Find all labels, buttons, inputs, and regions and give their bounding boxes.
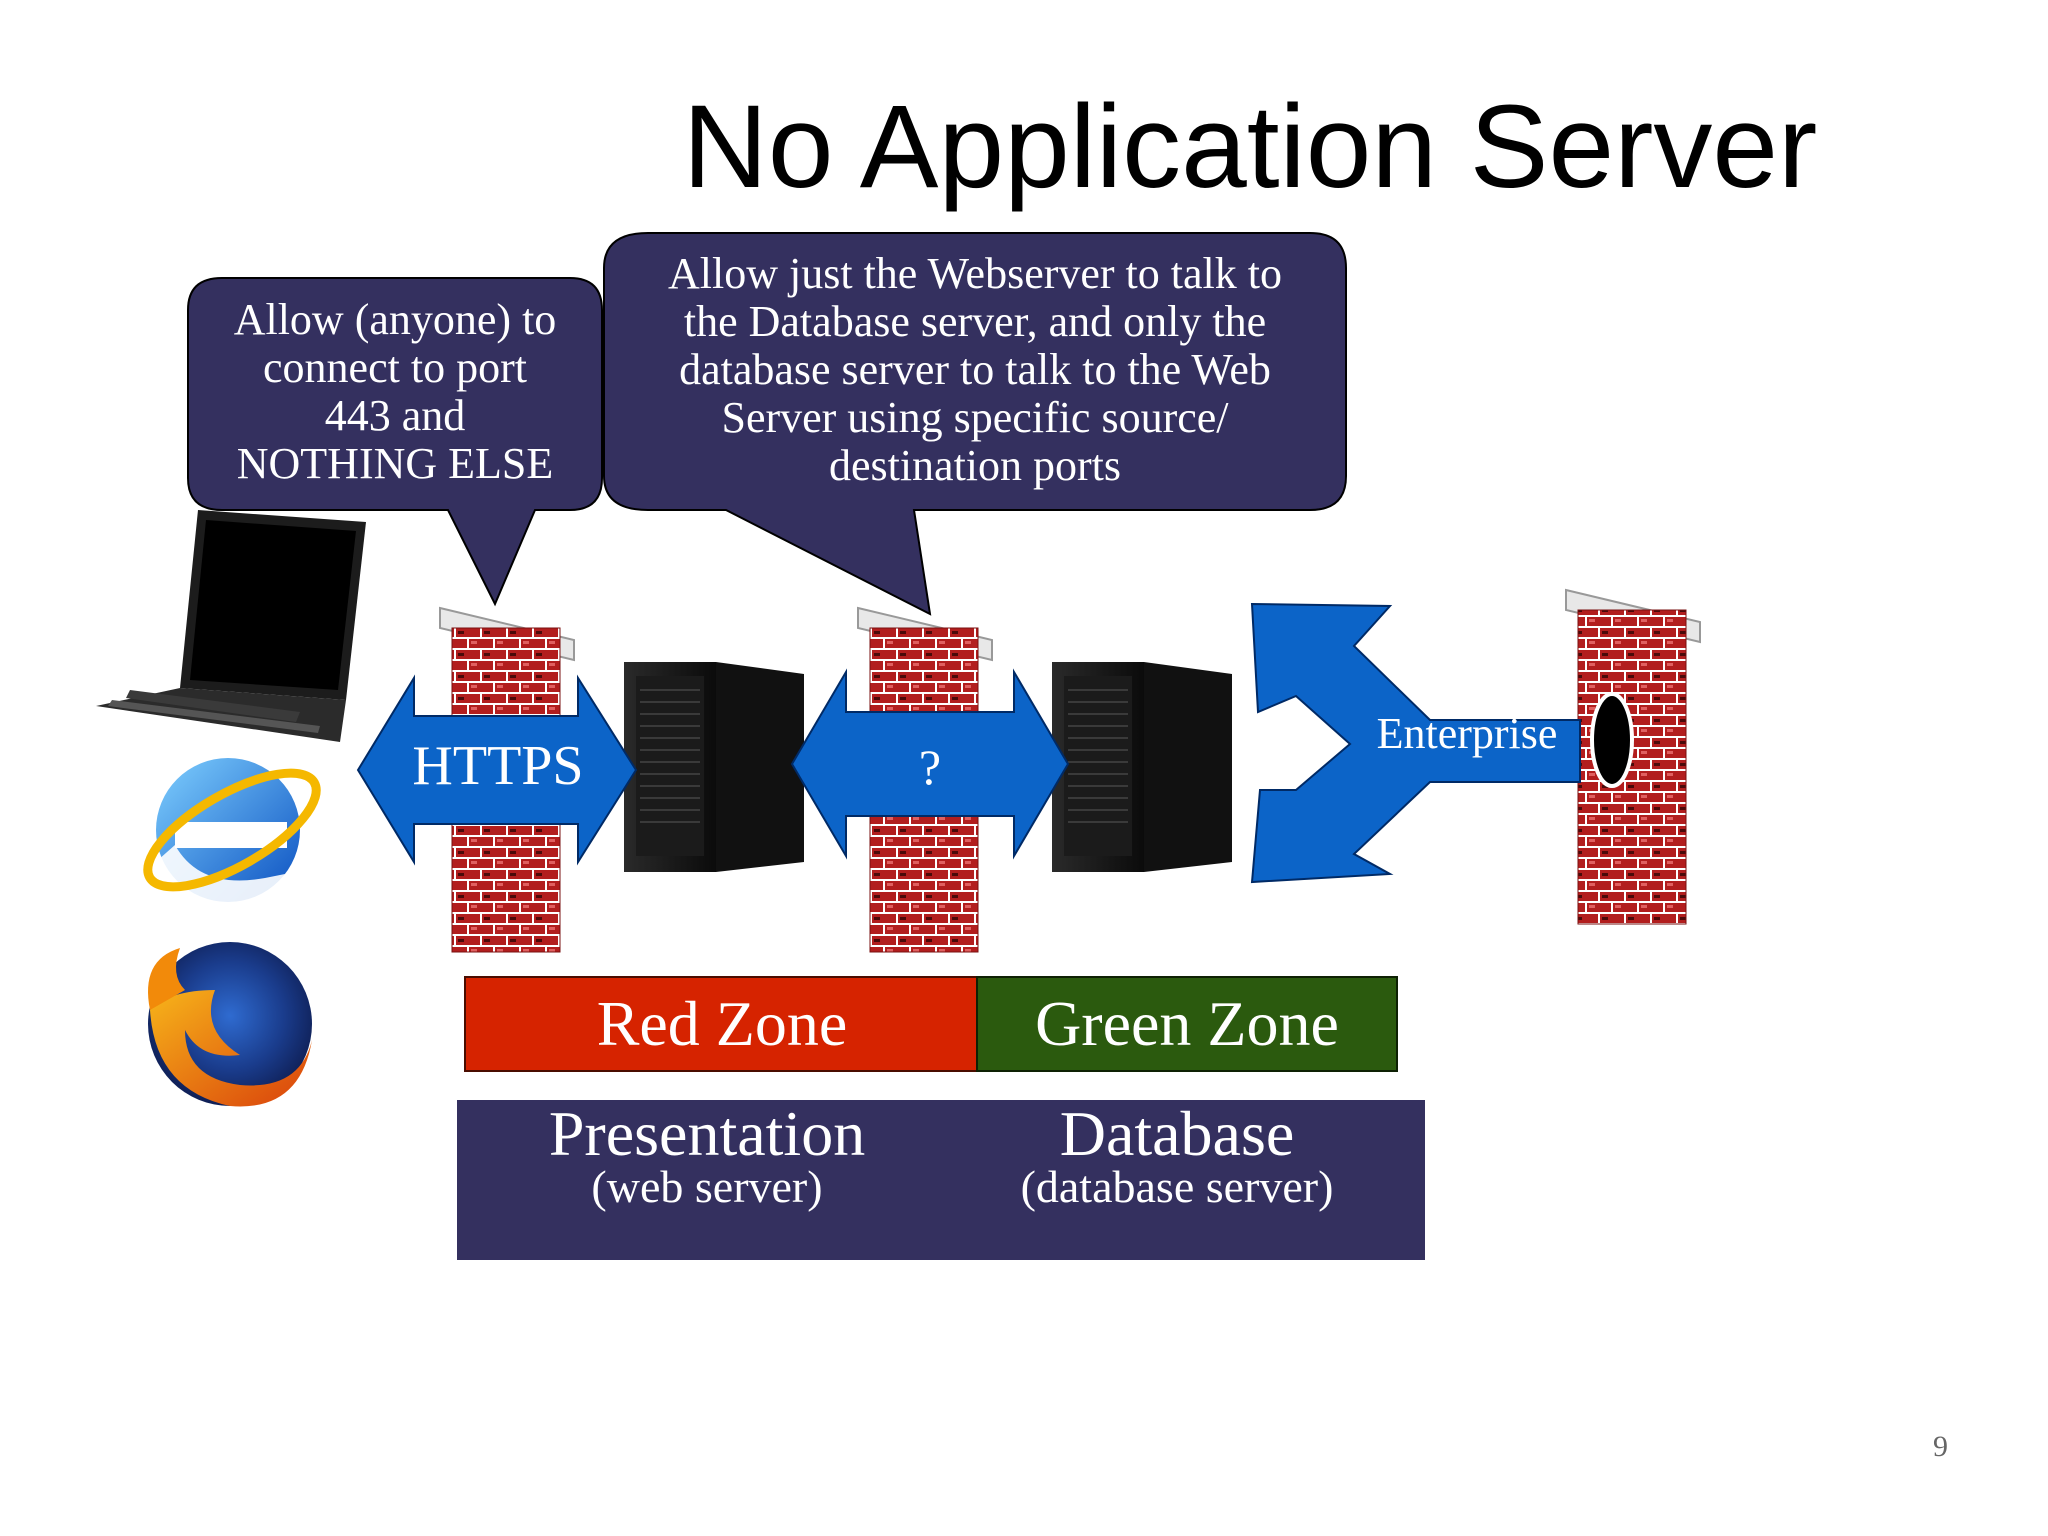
- tier-box: [457, 1100, 1425, 1260]
- https-double-arrow: [356, 674, 638, 866]
- callout-right-line-1: Allow just the Webserver to talk to: [668, 249, 1282, 298]
- callout-right-line-3: database server to talk to the Web: [679, 345, 1271, 394]
- presentation-tier-subtitle: (web server): [591, 1161, 823, 1212]
- callout-left-line-1: Allow (anyone) to: [233, 295, 557, 344]
- page-number: 9: [1933, 1430, 1948, 1463]
- https-label: HTTPS: [412, 735, 584, 797]
- callout-bubble-right: [603, 232, 1347, 616]
- green-zone-box: Green Zone: [976, 976, 1398, 1072]
- middle-arrow-label: ?: [918, 739, 942, 795]
- presentation-tier-title: Presentation: [548, 1098, 866, 1169]
- red-zone-box: Red Zone: [464, 976, 980, 1072]
- database-tier-subtitle: (database server): [1020, 1161, 1334, 1212]
- callout-left-line-4: NOTHING ELSE: [236, 439, 554, 488]
- red-zone-label: Red Zone: [596, 988, 848, 1059]
- middle-double-arrow: [790, 668, 1070, 860]
- callout-right-text: Allow just the Webserver to talk to the …: [612, 250, 1338, 490]
- callout-right-line-2: the Database server, and only the: [683, 297, 1267, 346]
- callout-left-text: Allow (anyone) to connect to port 443 an…: [196, 296, 594, 488]
- callout-left-line-2: connect to port: [263, 343, 527, 392]
- callout-bubble-left: [187, 277, 603, 607]
- server-tower-icon-database: [1052, 662, 1232, 872]
- server-tower-icon-web: [624, 662, 804, 872]
- green-zone-label: Green Zone: [1035, 988, 1339, 1059]
- firefox-icon: [148, 942, 312, 1107]
- enterprise-label: Enterprise: [1376, 709, 1558, 758]
- database-tier-title: Database: [1059, 1098, 1295, 1169]
- page-title: No Application Server: [682, 81, 1818, 213]
- callout-right-line-4: Server using specific source/: [721, 393, 1229, 442]
- callout-left-line-3: 443 and: [324, 391, 466, 440]
- enterprise-arrow: [1250, 602, 1581, 884]
- internet-explorer-icon: [143, 758, 321, 913]
- firewall-icon-3: [1565, 588, 1701, 925]
- laptop-icon: [96, 510, 366, 742]
- callout-right-line-5: destination ports: [828, 441, 1122, 490]
